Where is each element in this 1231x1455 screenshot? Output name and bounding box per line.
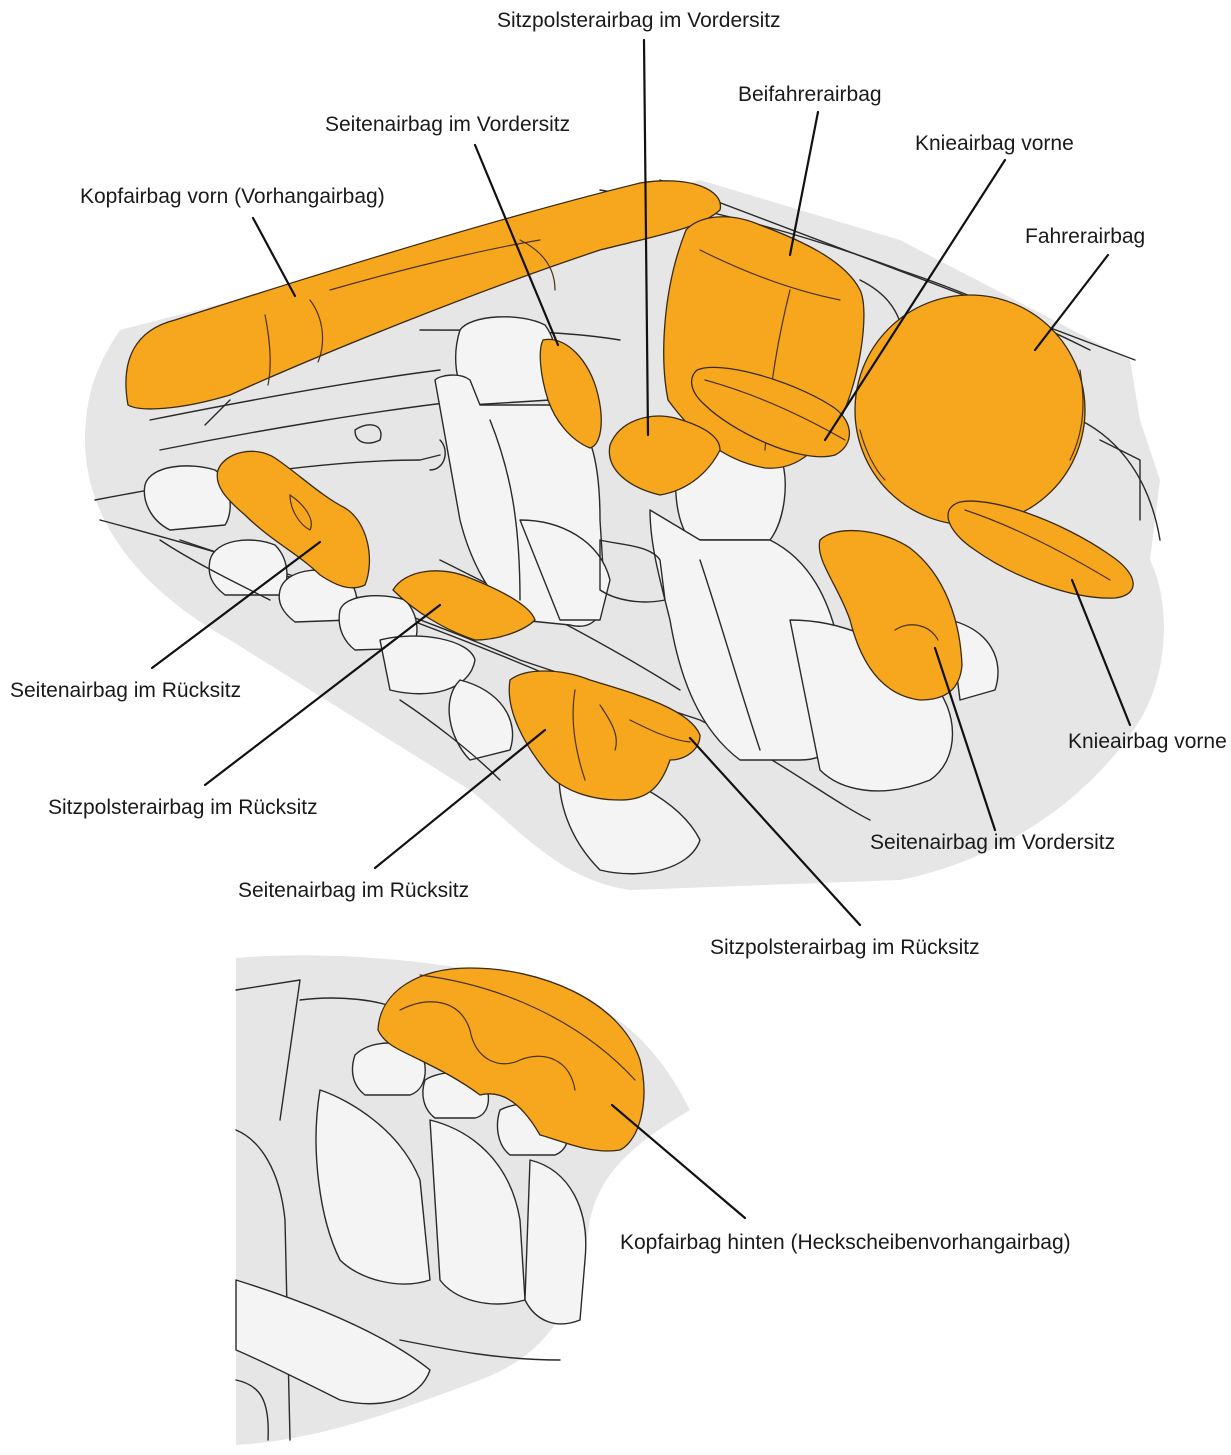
label-knee-right: Knieairbag vorne [1068,731,1227,752]
label-passenger-airbag: Beifahrerairbag [738,84,882,105]
leader-rear-curtain [612,1105,745,1218]
label-knee-top: Knieairbag vorne [915,133,1074,154]
inset-rear [236,955,690,1445]
label-front-seat-cushion-top: Sitzpolsterairbag im Vordersitz [497,10,781,31]
leader-front-curtain [253,218,295,296]
label-rear-side-left: Seitenairbag im Rücksitz [10,680,241,701]
label-front-side-bottom: Seitenairbag im Vordersitz [870,832,1115,853]
label-front-side-top: Seitenairbag im Vordersitz [325,114,570,135]
label-driver-airbag: Fahrerairbag [1025,226,1145,247]
label-rear-cushion-right: Sitzpolsterairbag im Rücksitz [710,937,980,958]
label-rear-curtain: Kopfairbag hinten (Heckscheibenvorhangai… [620,1232,1071,1253]
label-rear-cushion-left: Sitzpolsterairbag im Rücksitz [48,797,318,818]
label-front-curtain: Kopfairbag vorn (Vorhangairbag) [80,186,385,207]
label-rear-side-center: Seitenairbag im Rücksitz [238,880,469,901]
